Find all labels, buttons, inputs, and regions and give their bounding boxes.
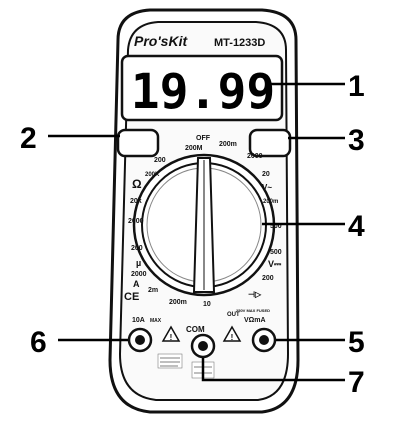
dial-label-2000-a: 2000 — [131, 271, 147, 278]
jack-com[interactable] — [190, 333, 216, 359]
dial-label-20k: 20k — [130, 198, 142, 205]
callout-4: 4 — [348, 210, 365, 243]
dial-label-2000-ohm: 2000 — [128, 218, 144, 225]
ce-mark: CE — [124, 291, 139, 303]
dial-label-200-acv: 200 — [262, 275, 274, 282]
dial-label-vac: V~ — [262, 183, 272, 192]
dial-label-500: 500 — [270, 223, 282, 230]
dial-label-200m-right: 200m — [263, 199, 278, 205]
dial-label-2000-top: 2000 — [247, 153, 263, 160]
callout-3: 3 — [348, 124, 365, 157]
jack-10a-label: 10A — [132, 317, 145, 324]
dial-label-off: OFF — [196, 135, 211, 142]
callout-1: 1 — [348, 70, 365, 103]
dial-label-200m-a: 200m — [169, 299, 187, 306]
dial-label-500-acv: 500 — [270, 249, 282, 256]
brand-logo: Pro'sKit — [134, 33, 188, 49]
jack-vohm-ma[interactable] — [251, 327, 277, 353]
svg-text:!: ! — [231, 333, 234, 342]
jack-10a[interactable] — [127, 327, 153, 353]
jack-vohm-sub: 250V MAX FUSED — [236, 308, 270, 313]
dial-label-mu: µ — [136, 258, 141, 268]
dial-label-2m: 2m — [148, 287, 158, 294]
right-function-button[interactable] — [248, 128, 292, 158]
dial-label-20-right: 20 — [262, 171, 270, 178]
callout-6: 6 — [30, 326, 47, 359]
fine-print-left — [157, 353, 183, 369]
dial-label-10: 10 — [203, 301, 211, 308]
warning-icon-right — [222, 325, 242, 342]
dial-label-200-ohm: 200 — [131, 245, 143, 252]
callout-5: 5 — [348, 326, 365, 359]
warning-icon-left — [161, 325, 181, 342]
jack-vohm-label: VΩmA — [244, 317, 266, 324]
diode-icon: ⊣▷ — [248, 290, 262, 299]
dial-label-200M: 200M — [185, 145, 203, 152]
callout-2: 2 — [20, 122, 37, 155]
callout-7: 7 — [348, 366, 365, 399]
svg-text:!: ! — [170, 333, 173, 342]
lcd-display — [120, 54, 284, 122]
dial-label-200-top: 200 — [154, 157, 166, 164]
model-number: MT-1233D — [214, 37, 265, 49]
jack-com-label: COM — [186, 325, 205, 334]
dial-label-200K: 200K — [145, 172, 160, 178]
dial-label-200m-top: 200m — [219, 141, 237, 148]
callout-line-7 — [201, 358, 345, 382]
dial-label-amp: A — [133, 279, 140, 289]
dial-label-vdc: V⎓ — [268, 259, 282, 269]
ohm-icon: Ω — [132, 177, 142, 191]
lcd-reading: 19.99 — [131, 64, 276, 120]
dial-label-out: OUT — [227, 312, 240, 318]
jack-10a-sub: MAX — [150, 318, 162, 324]
left-function-button[interactable] — [116, 128, 160, 158]
